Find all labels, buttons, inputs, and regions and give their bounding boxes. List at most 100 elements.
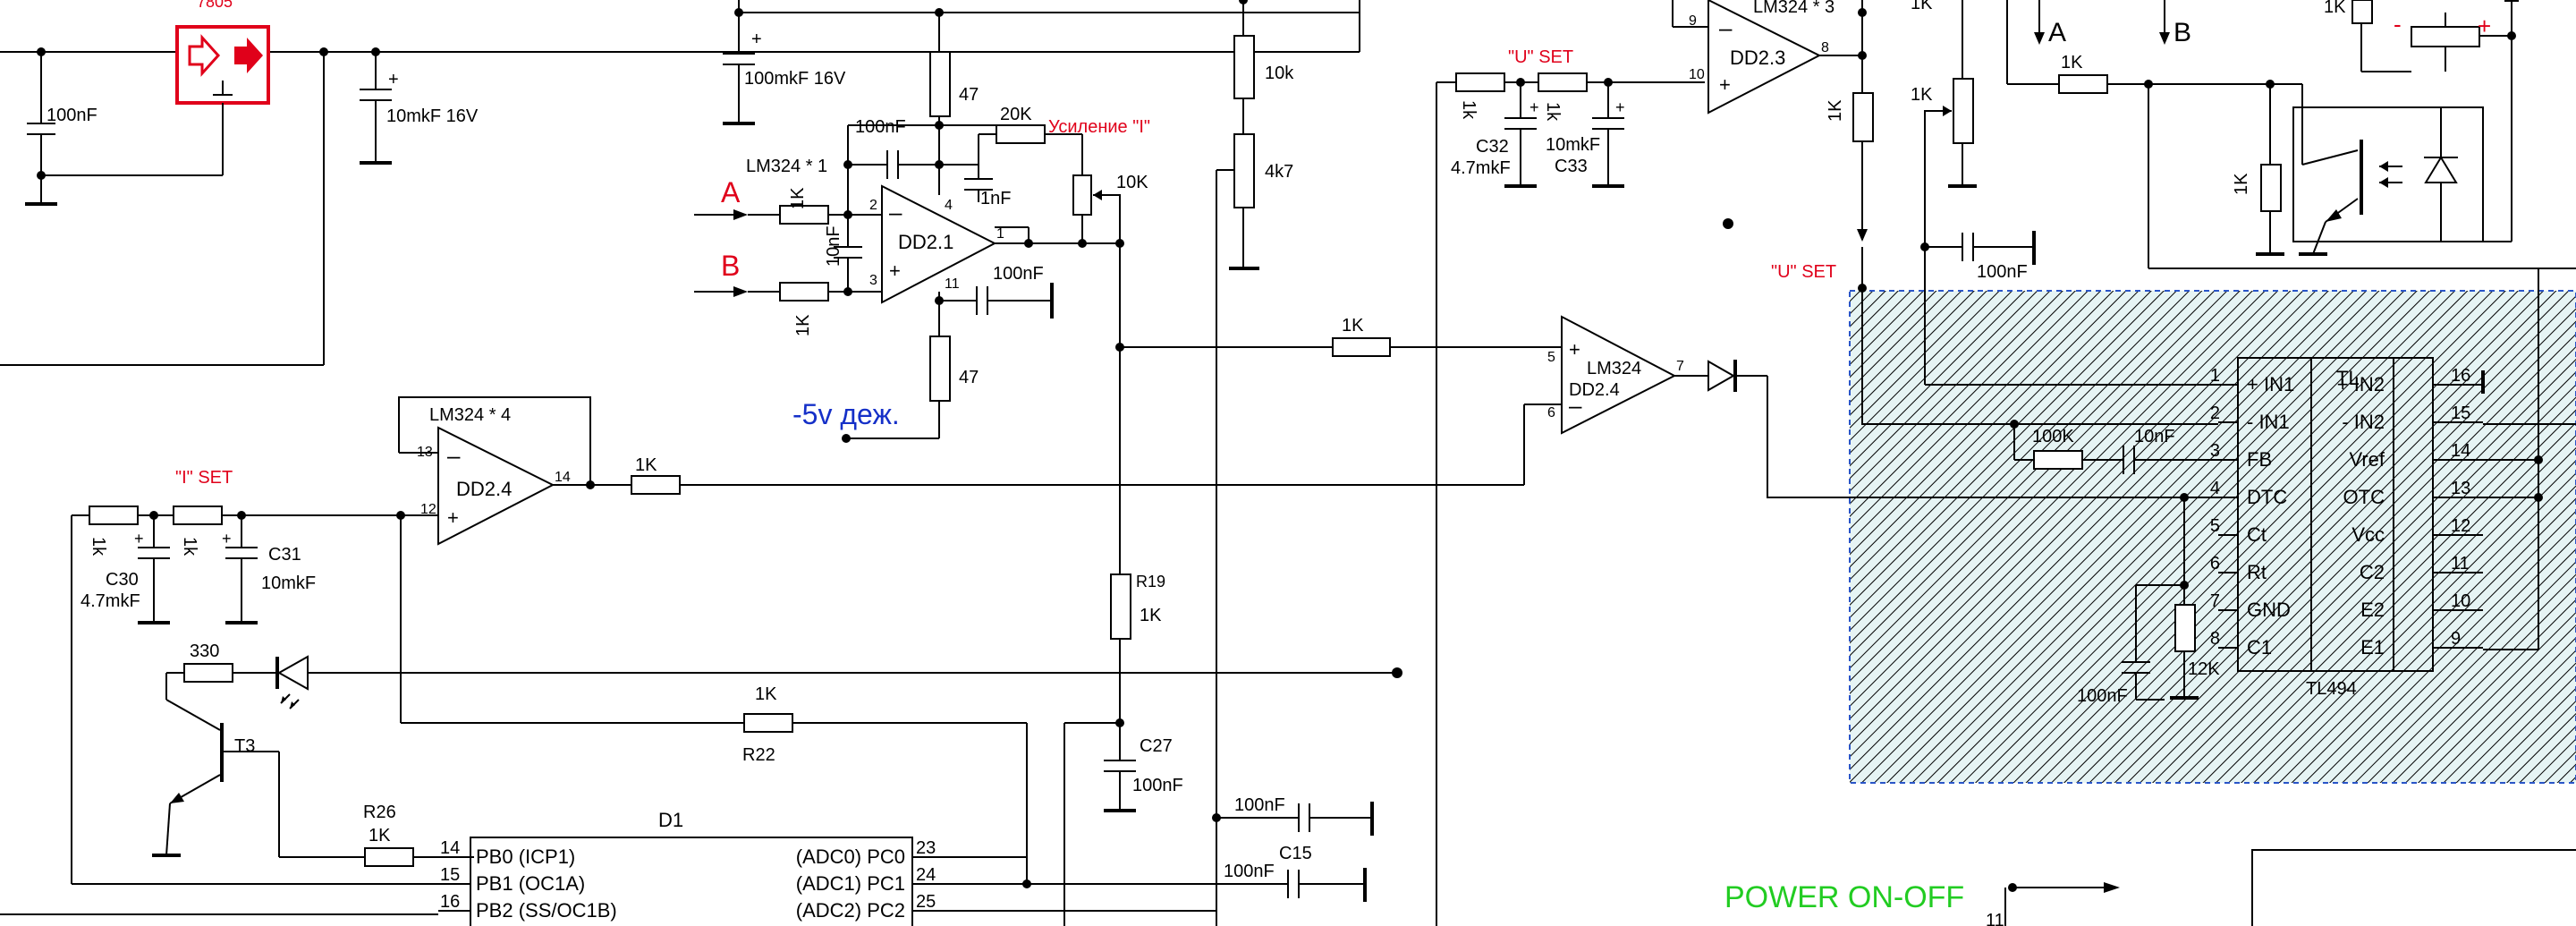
- c30-value: 4.7mkF: [80, 591, 140, 611]
- mcu-pin-number: 14: [440, 838, 460, 858]
- opamp5-label: LM324: [1587, 359, 1641, 378]
- opamp3-ref: DD2.3: [1730, 47, 1785, 69]
- mcu-pin-number: 23: [916, 838, 936, 858]
- u-set-mid-label: "U" SET: [1771, 262, 1836, 282]
- tl494-pin-name: Vcc: [2351, 523, 2385, 546]
- r1k-opto-label: 1K: [2061, 53, 2083, 72]
- mcu-pin-name: PB0 (ICP1): [476, 845, 575, 868]
- cap-1nf-label: 1nF: [980, 189, 1011, 208]
- mcu-ref-label: D1: [658, 809, 683, 831]
- opamp-dd24-iset: [437, 426, 555, 546]
- optocoupler: [2292, 106, 2484, 242]
- cap-100nf-tl-in-label: 100nF: [1977, 262, 2028, 282]
- u-set-top-label: "U" SET: [1508, 47, 1573, 67]
- opamp-dd21-section: A B 1K 1K LM324 * 1 10nF – + DD2.1 2 3 4…: [694, 8, 1150, 574]
- r1k-iset-b-label: 1k: [180, 537, 199, 556]
- plus-sign: +: [1615, 98, 1625, 116]
- pin-label: 11: [945, 276, 960, 292]
- tl494-pin-number: 6: [2210, 554, 2220, 573]
- r26-value: 1K: [369, 826, 391, 845]
- tl494-pin-name: DTC: [2247, 486, 2287, 508]
- r12k-label: 12K: [2188, 659, 2220, 679]
- tl494-pin-number: 14: [2451, 441, 2470, 461]
- input-a-top-label: A: [2048, 18, 2066, 47]
- r1k-vert-right-label: 1K: [2232, 173, 2251, 195]
- c33-value: 10mkF: [1546, 135, 1600, 155]
- r10k-right-label: 10k: [1265, 64, 1294, 83]
- i-set-label: "I" SET: [175, 468, 233, 488]
- pin-label: 6: [1547, 405, 1555, 421]
- standby-label: -5v деж.: [792, 398, 900, 430]
- c31-value: 10mkF: [261, 573, 316, 593]
- t3-label: T3: [234, 736, 255, 756]
- cap-100nf-op-label: 100nF: [993, 264, 1044, 284]
- pin-label: 5: [1547, 350, 1555, 365]
- tl494-pin-name: + IN1: [2247, 373, 2294, 395]
- r1k-mid-label: 1K: [1342, 316, 1364, 336]
- tl494-pin-name: Rt: [2247, 561, 2267, 583]
- r1k-iset-a-label: 1k: [89, 537, 108, 556]
- mcu-pin-number: 25: [916, 892, 936, 912]
- top-right-section: 1K A B 1K 1K: [1911, 0, 2576, 385]
- pin-label: 12: [420, 502, 436, 517]
- r4k7-label: 4k7: [1265, 162, 1293, 182]
- opamp1-label: LM324 * 1: [746, 157, 827, 176]
- r47-top-label: 47: [959, 85, 979, 105]
- r20k-label: 20K: [1000, 105, 1032, 124]
- plus-sign: +: [1719, 73, 1731, 96]
- tl494-pin-number: 9: [2451, 629, 2461, 649]
- r22-value: 1K: [755, 684, 777, 704]
- opamp-dd21: [881, 184, 997, 304]
- tl494-pin-name: Ct: [2247, 523, 2267, 546]
- cap-100mkf-label: 100mkF 16V: [744, 69, 846, 89]
- tl494-pin-number: 12: [2451, 516, 2470, 536]
- connector-11-label: 11: [1986, 911, 2004, 926]
- opamp-dd23: [1707, 0, 1822, 115]
- tl494-pin-number: 15: [2451, 404, 2470, 423]
- tl494-pin-number: 7: [2210, 591, 2220, 611]
- mcu-pin-number: 24: [916, 865, 936, 885]
- opamp-dd24-right: [1561, 315, 1677, 435]
- mcu-pin-name: (ADC0) PC0: [796, 845, 905, 868]
- tl494-pin-name: E1: [2360, 636, 2385, 658]
- cap-100nf-a-label: 100nF: [1234, 795, 1285, 815]
- plus-sign: +: [222, 530, 232, 548]
- pin-label: 8: [1821, 40, 1829, 55]
- r330-label: 330: [190, 641, 219, 661]
- tl494-pin-number: 10: [2451, 591, 2470, 611]
- cap-10mkf-label: 10mkF 16V: [386, 106, 479, 126]
- r22-label: R22: [742, 745, 775, 765]
- tl494-pin-number: 4: [2210, 479, 2220, 498]
- r19-value: 1K: [1140, 606, 1162, 625]
- tl494-pin-name: GND: [2247, 599, 2291, 621]
- regulator-out-arrow-icon: [234, 38, 263, 73]
- minus-sign: –: [889, 199, 902, 225]
- c32-label: C32: [1476, 137, 1509, 157]
- c32-value: 4.7mkF: [1451, 158, 1511, 178]
- r1k-op3-out-label: 1K: [1826, 99, 1845, 122]
- minus-sign: –: [1569, 392, 1582, 419]
- mcu-pin-name: PB2 (SS/OC1B): [476, 899, 617, 922]
- opamp-dd24-right-section: + – LM324 DD2.4 5 6 7: [1523, 315, 1767, 485]
- opamp1-ref: DD2.1: [898, 231, 953, 253]
- plus-sign: +: [1569, 338, 1580, 361]
- c15-value: 100nF: [1224, 862, 1275, 881]
- mcu-pin-name: (ADC1) PC1: [796, 872, 905, 895]
- tl494-pin-name: E2: [2360, 599, 2385, 621]
- plus-sign: +: [134, 530, 144, 548]
- tl494-pin-name: C1: [2247, 636, 2272, 658]
- tl494-pin-number: 5: [2210, 516, 2220, 536]
- minus-sign: -: [2394, 11, 2402, 38]
- opamp4-ref: DD2.4: [456, 478, 512, 500]
- pin-label: 10: [1689, 67, 1705, 82]
- regulator-in-arrow-icon: [188, 34, 221, 77]
- mcu-pin-name: PB1 (OC1A): [476, 872, 585, 895]
- r1k-u-a-label: 1k: [1459, 100, 1479, 120]
